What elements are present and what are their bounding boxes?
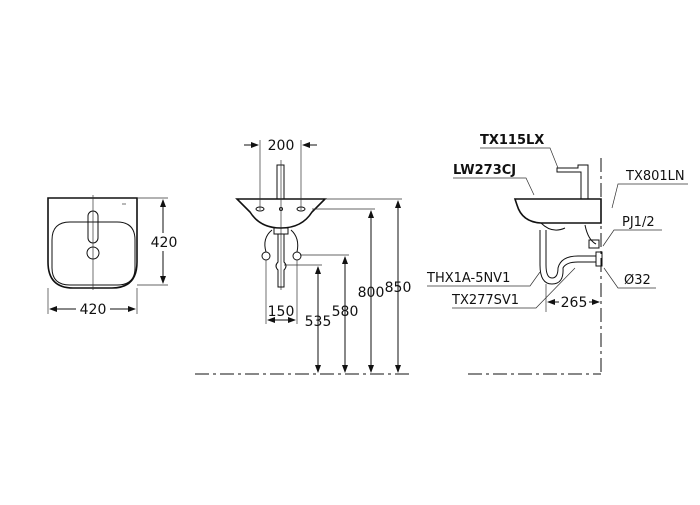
- depth-dimension: 420: [151, 235, 178, 251]
- wall-distance-dimension: 265: [561, 295, 588, 311]
- front-view: 200 150 535 580 800 850: [195, 138, 412, 375]
- tap-spacing-dimension: 200: [268, 138, 295, 154]
- top-view: 420 420: [47, 195, 180, 318]
- basin-side: [513, 198, 602, 224]
- faucet-front-icon: [276, 164, 285, 200]
- bowl-outline-top: [51, 221, 136, 286]
- basin-outline-top: [47, 197, 138, 289]
- height-535: 535: [305, 314, 332, 330]
- connection-label: PJ1/2: [622, 215, 655, 230]
- waste-label: THX1A-5NV1: [426, 271, 510, 286]
- height-800: 800: [358, 285, 385, 301]
- trap-label: TX277SV1: [451, 293, 519, 308]
- side-view: TX115LX LW273CJ TX801LN PJ1/2 Ø32 THX1A-…: [426, 133, 688, 375]
- faucet-side-icon: [556, 164, 589, 200]
- stop-valve-label: TX801LN: [625, 169, 685, 184]
- drain-diameter-label: Ø32: [624, 273, 651, 288]
- supply-spacing-dimension: 150: [268, 304, 295, 320]
- faucet-label: TX115LX: [480, 133, 544, 148]
- width-dimension: 420: [80, 302, 107, 318]
- height-850: 850: [385, 280, 412, 296]
- basin-label: LW273CJ: [453, 163, 516, 178]
- height-580: 580: [332, 304, 359, 320]
